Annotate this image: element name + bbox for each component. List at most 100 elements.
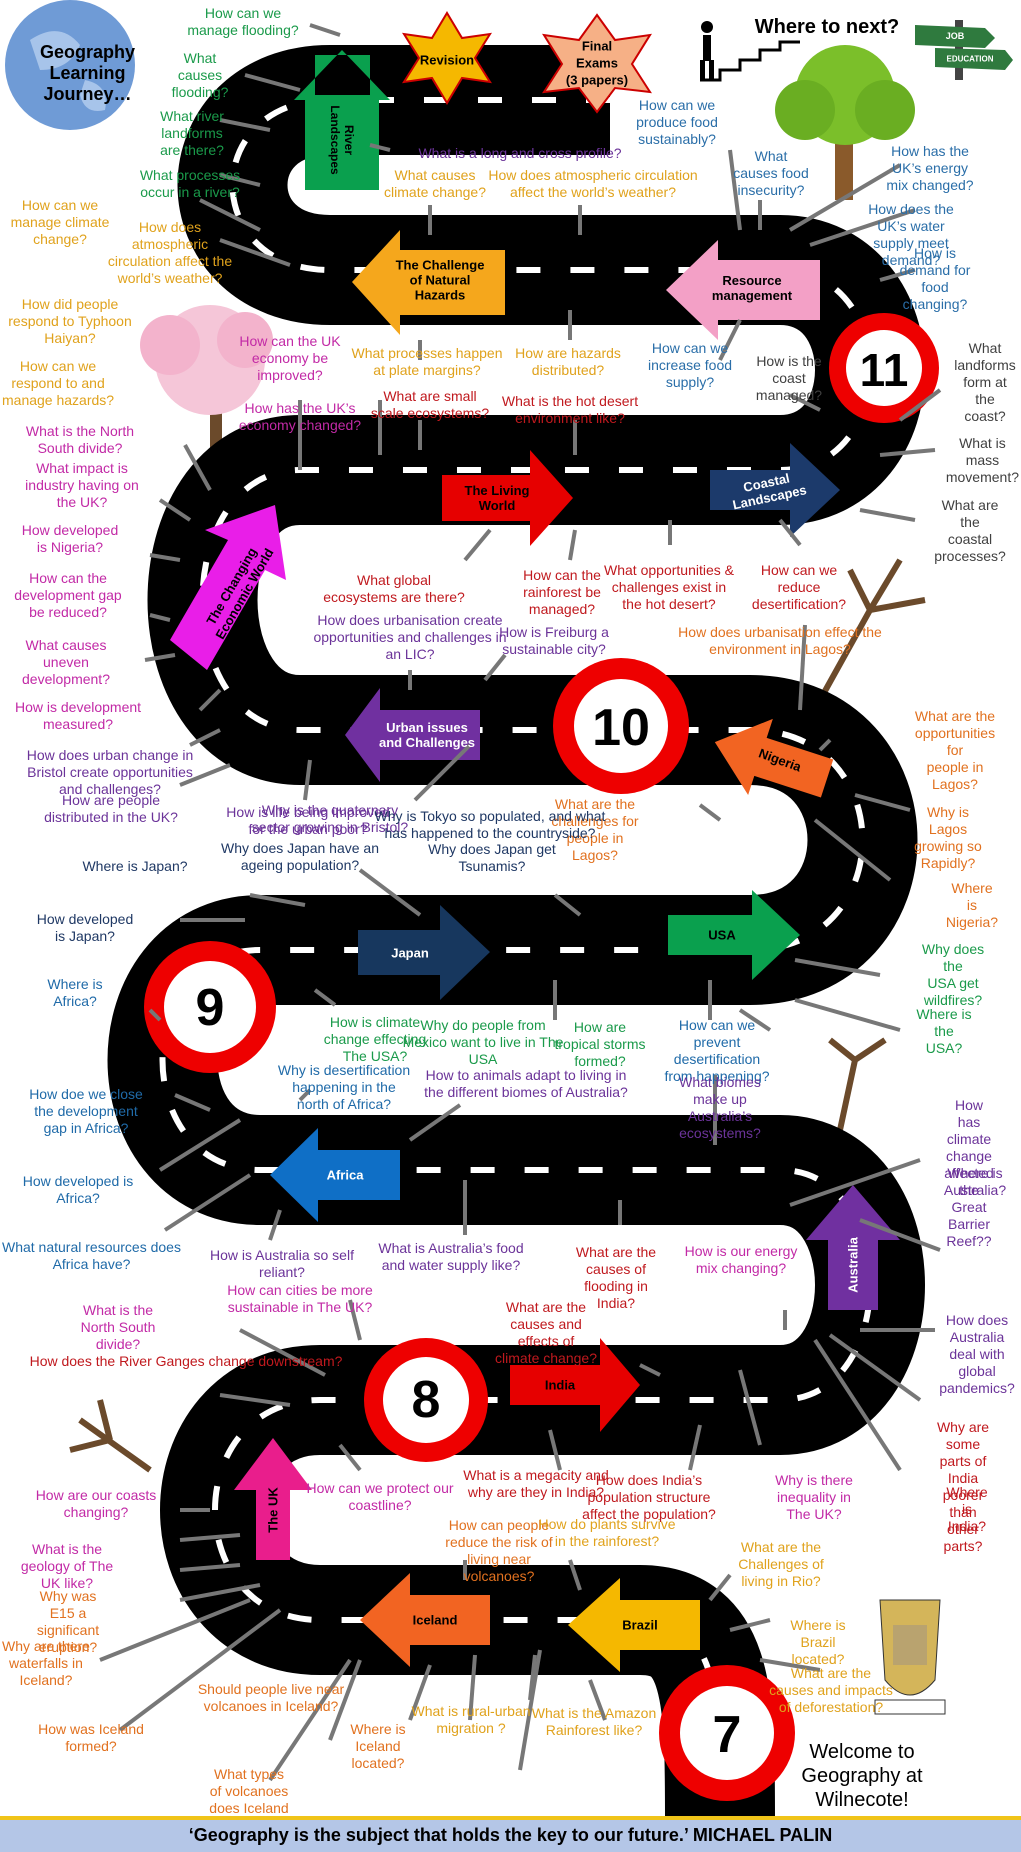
question-30: How developed is Nigeria? — [21, 522, 119, 555]
usa-arrow — [668, 890, 800, 980]
road-centre-line — [159, 97, 873, 1821]
question-8: How has the UK’s energy mix changed? — [886, 143, 974, 193]
unit-resource-label: Resource management — [711, 273, 793, 303]
question-71: What is Australia’s food and water suppl… — [378, 1240, 524, 1273]
question-26: What are small scale ecosystems? — [370, 388, 490, 421]
question-39: How is Freiburg a sustainable city? — [499, 624, 609, 657]
question-69: Where is Australia? — [943, 1165, 1007, 1198]
question-connectors — [99, 23, 942, 1782]
year-7-sign — [659, 1665, 795, 1801]
living-arrow — [442, 450, 573, 546]
question-43: Where is Nigeria? — [945, 880, 999, 930]
question-49: Why is Tokyo so populated, and what has … — [374, 808, 606, 841]
question-61: Why is desertification happening in the … — [277, 1062, 411, 1112]
changing-arrow — [170, 505, 286, 670]
question-65: How is Australia so self reliant? — [210, 1247, 354, 1280]
question-73: How is our energy mix changing? — [684, 1243, 798, 1276]
question-15: How did people respond to Typhoon Haiyan… — [8, 296, 132, 346]
question-98: What is the Amazon Rainforest like? — [531, 1705, 657, 1738]
year-11-sign — [829, 313, 939, 423]
question-13: How can we manage climate change? — [10, 197, 110, 247]
question-88: How was Iceland formed? — [38, 1721, 144, 1754]
year-10-sign — [553, 658, 689, 794]
question-24: How can the UK economy be improved? — [239, 333, 341, 383]
question-72: What are the causes of flooding in India… — [575, 1244, 657, 1311]
year-11-number: 11 — [859, 344, 909, 396]
question-59: How can we prevent desertification from … — [664, 1017, 770, 1084]
question-33: How is development measured? — [14, 699, 142, 732]
year-7-number: 7 — [712, 1706, 742, 1764]
question-86: Why was E15 a significant eruption? — [36, 1588, 100, 1655]
question-60: Where is Africa? — [47, 976, 103, 1009]
africa-arrow — [270, 1128, 400, 1222]
question-12: How does atmospheric circulation affect … — [488, 167, 698, 200]
blossom-tree-icon — [140, 305, 273, 460]
question-64: What natural resources does Africa have? — [1, 1239, 181, 1272]
question-3: What river landforms are there? — [160, 108, 224, 158]
revision-star — [402, 11, 492, 105]
question-40: How does urbanisation effect the environ… — [678, 624, 882, 657]
where-to-next-heading: Where to next? — [754, 16, 900, 38]
question-79: Where is India? — [946, 1484, 988, 1534]
question-32: What causes uneven development? — [22, 637, 110, 687]
question-23: What are the coastal processes? — [934, 497, 1006, 564]
question-63: How developed is Africa? — [22, 1173, 134, 1206]
question-85: What is the geology of The UK like? — [20, 1541, 114, 1591]
brazil-arrow — [568, 1578, 700, 1672]
revision-label: Revision — [419, 52, 475, 68]
final-exams-label: Final Exams (3 papers) — [565, 38, 629, 88]
unit-iceland-label: Iceland — [412, 1612, 458, 1628]
question-53: How developed is Japan? — [36, 911, 134, 944]
question-78: Why are some parts of India poorer than … — [936, 1419, 990, 1554]
unit-uk-label: The UK — [265, 1487, 281, 1533]
question-4: What processes occur in a river? — [139, 167, 241, 200]
question-41: What are the opportunities for people in… — [914, 708, 996, 792]
question-95: What are the Challenges of living in Rio… — [738, 1539, 824, 1589]
nigeria-arrow — [714, 718, 834, 798]
question-96: Where is Brazil located? — [790, 1617, 846, 1667]
question-97: What are the causes and impacts of defor… — [769, 1665, 893, 1715]
resource-arrow — [666, 240, 820, 340]
person-icon — [700, 21, 714, 80]
question-82: Why is there inequality in The UK? — [775, 1472, 853, 1522]
green-tree-icon — [775, 45, 915, 200]
question-1: How can we manage flooding? — [187, 5, 299, 38]
year-10-number: 10 — [592, 699, 650, 757]
question-68: How has climate change affected the Grea… — [944, 1097, 994, 1249]
question-17: What processes happen at plate margins? — [351, 345, 503, 378]
question-44: What are the challenges for people in La… — [551, 796, 639, 863]
question-58: How are tropical storms formed? — [554, 1019, 646, 1069]
question-48: How is life being improved for the urban… — [226, 804, 390, 837]
question-35: How can the rainforest be managed? — [523, 567, 601, 617]
question-90: Should people live near volcanoes in Ice… — [197, 1681, 345, 1714]
question-29: What impact is industry having on the UK… — [25, 460, 139, 510]
unit-japan-label: Japan — [391, 945, 429, 961]
question-5: What is a long and cross profile? — [418, 145, 622, 161]
signpost-job-label: JOB — [945, 31, 965, 41]
school-crest-icon — [874, 1599, 946, 1715]
question-45: Why is the quaternary sector growing in … — [251, 802, 409, 835]
question-10: How is demand for food changing? — [899, 245, 971, 312]
question-56: Where is the USA? — [916, 1006, 972, 1056]
question-34: What global ecosystems are there? — [323, 572, 465, 605]
question-6: How can we produce food sustainably? — [636, 97, 718, 147]
coastal-arrow — [710, 443, 840, 537]
question-52: Where is Japan? — [82, 858, 188, 874]
question-11: What causes climate change? — [384, 167, 486, 200]
question-87: Why are there waterfalls in Iceland? — [2, 1638, 90, 1688]
question-92: Where is Iceland located? — [350, 1721, 406, 1771]
question-38: How does urbanisation create opportuniti… — [313, 612, 507, 662]
question-28: What is the North South divide? — [25, 423, 135, 456]
question-77: What are the causes and effects of clima… — [495, 1299, 597, 1366]
question-80: What is a megacity and why are they in I… — [463, 1467, 609, 1500]
unit-australia-label: Australia — [845, 1237, 861, 1293]
hazards-arrow — [352, 230, 505, 335]
question-83: How can we protect our coastline? — [306, 1480, 454, 1513]
signpost-icon — [915, 20, 1013, 80]
question-50: Why does Japan get Tsunamis? — [428, 841, 556, 874]
iceland-arrow — [360, 1573, 490, 1667]
question-74: How can cities be more sustainable in Th… — [227, 1282, 373, 1315]
question-81: How does India’s population structure af… — [582, 1472, 716, 1522]
